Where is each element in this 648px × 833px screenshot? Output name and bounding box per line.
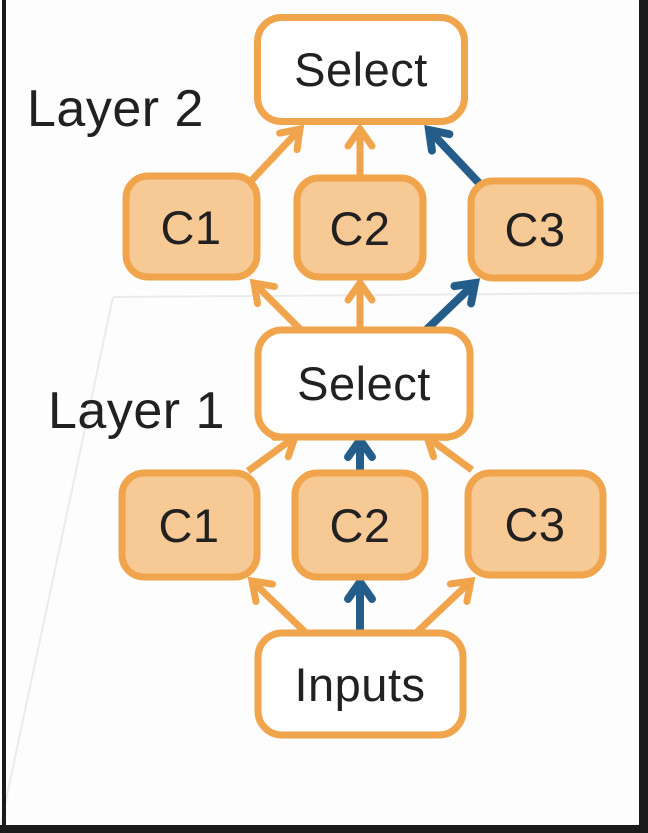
node-c2-layer1-label: C2: [329, 499, 390, 552]
edge-select1-to-layer2-c1: [249, 278, 304, 333]
layer2-label: Layer 2: [27, 80, 204, 138]
node-select-layer2: [254, 14, 468, 125]
edge-layer2-c1-to-select: [248, 124, 305, 184]
edge-layer2-c3-to-select-selected: [424, 124, 482, 186]
node-c1-layer1-label: C1: [158, 499, 219, 552]
node-c1-layer2-label: C1: [160, 201, 221, 254]
layer1-label: Layer 1: [48, 382, 225, 440]
node-inputs-label: Inputs: [294, 658, 425, 711]
background-guide-line-diagonal: [0, 296, 114, 829]
edge-select1-to-layer2-c3-selected: [421, 278, 481, 335]
node-c3-layer1-label: C3: [504, 498, 565, 551]
node-c1-layer2: [122, 172, 261, 281]
edge-layer1-c3-to-select: [422, 433, 475, 473]
node-select-layer1-label: Select: [297, 357, 431, 410]
node-select-layer1: [254, 326, 474, 441]
letterbox-bar-left: [2, 0, 6, 833]
node-c3-layer2: [467, 177, 604, 282]
node-c3-layer2-label: C3: [504, 203, 565, 256]
edge-inputs-to-layer1-c1: [247, 576, 308, 635]
node-select-layer2-label: Select: [294, 43, 428, 96]
background-guide-line-top: [112, 292, 648, 298]
node-c2-layer1: [291, 469, 429, 581]
edge-layer1-c1-to-select: [245, 433, 300, 474]
node-c2-layer2: [293, 174, 427, 281]
letterbox-bar-bottom: [0, 825, 648, 833]
node-c2-layer2-label: C2: [329, 202, 390, 255]
node-c1-layer1: [118, 469, 261, 581]
edge-inputs-to-layer1-c3: [414, 576, 476, 635]
node-c3-layer1: [464, 469, 607, 579]
node-inputs: [254, 629, 467, 739]
letterbox-bar-right: [639, 0, 648, 833]
